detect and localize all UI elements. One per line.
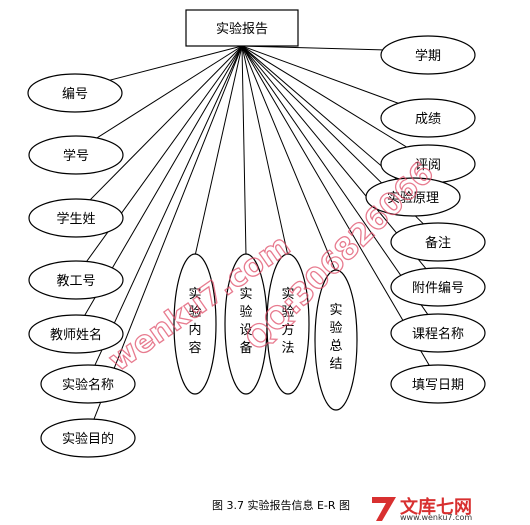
edge-line: [75, 45, 243, 152]
attribute-center: 实验总结: [314, 269, 358, 411]
attribute-label: 实验设备: [239, 287, 252, 356]
attribute-label: 学生姓: [56, 211, 95, 227]
attribute-label: 评阅: [415, 158, 441, 173]
edge-line: [241, 45, 337, 273]
attribute-label: 实验名称: [62, 377, 114, 393]
edge-line: [194, 45, 243, 257]
edge-line: [241, 45, 429, 161]
attribute-center: 实验方法: [266, 253, 310, 395]
edge-line: [75, 45, 243, 215]
figure-caption: 图 3.7 实验报告信息 E-R 图: [212, 499, 351, 512]
brand-name: 文库七网: [400, 497, 472, 518]
attribute-label: 实验方法: [281, 287, 294, 356]
attribute-label: 备注: [425, 235, 451, 251]
attribute-label: 附件编号: [412, 281, 464, 296]
site-brand: 文库七网 www.wenku7.com: [370, 493, 530, 525]
attribute-left: 教工号: [28, 260, 124, 300]
attribute-label: 教工号: [56, 273, 95, 289]
attribute-right: 评阅: [380, 144, 476, 184]
entity-box: 实验报告: [185, 9, 299, 47]
attribute-label: 填写日期: [412, 378, 464, 393]
attribute-left: 编号: [27, 73, 123, 113]
attribute-right: 学期: [380, 35, 476, 75]
edge-line: [241, 45, 429, 115]
attribute-right: 实验原理: [365, 177, 461, 217]
attribute-left: 学生姓: [28, 198, 124, 238]
attribute-right: 课程名称: [390, 313, 486, 353]
attribute-label: 教师姓名: [50, 327, 102, 343]
attribute-label: 学号: [63, 148, 89, 164]
attribute-label: 成绩: [415, 112, 441, 127]
brand-logo-icon: [372, 497, 396, 521]
attribute-right: 附件编号: [390, 267, 486, 307]
attribute-right: 成绩: [380, 98, 476, 138]
attribute-label: 实验原理: [387, 190, 439, 206]
attribute-left: 实验名称: [40, 364, 136, 404]
edge-line: [241, 45, 247, 257]
brand-url: www.wenku7.com: [400, 513, 473, 522]
attribute-center: 实验设备: [224, 253, 268, 395]
attribute-label: 实验目的: [62, 431, 114, 447]
attribute-right: 备注: [390, 222, 486, 262]
attribute-left: 学号: [28, 135, 124, 175]
attribute-center: 实验内容: [173, 253, 217, 395]
attribute-label: 课程名称: [412, 326, 464, 342]
attribute-right: 填写日期: [390, 364, 486, 404]
watermark: wenku7.com QQ:306826066: [102, 155, 442, 379]
edge-line: [75, 45, 243, 277]
attribute-label: 学期: [415, 48, 441, 64]
attribute-left: 教师姓名: [28, 314, 124, 354]
entity-label: 实验报告: [216, 21, 268, 37]
edge-line: [241, 45, 289, 257]
attribute-label: 编号: [62, 87, 88, 102]
attribute-label: 实验总结: [329, 303, 342, 372]
attribute-label: 实验内容: [188, 287, 201, 356]
attribute-left: 实验目的: [40, 418, 136, 458]
